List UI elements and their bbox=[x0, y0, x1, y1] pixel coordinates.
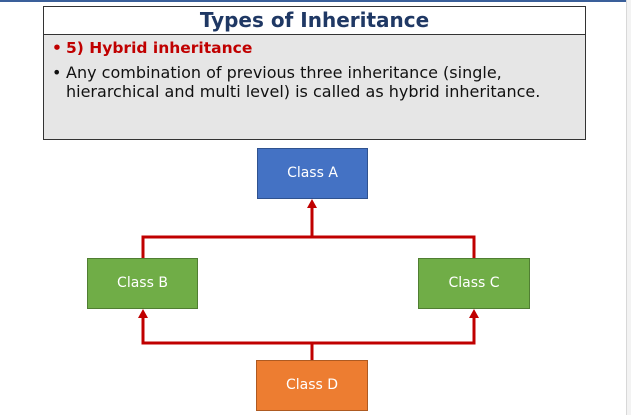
connector-d-to-c bbox=[312, 316, 476, 345]
bullet-text: Any combination of previous three inheri… bbox=[66, 63, 541, 101]
arrowhead-up-icon bbox=[138, 309, 148, 318]
title-box: Types of Inheritance bbox=[43, 6, 586, 35]
connector-b-c-to-a bbox=[141, 199, 476, 258]
connector-c-to-a bbox=[312, 235, 476, 258]
bullet-marker: • bbox=[52, 39, 62, 57]
window-edge bbox=[626, 0, 631, 415]
connector-b-to-a bbox=[141, 235, 312, 258]
content-box: • 5) Hybrid inheritance • Any combinatio… bbox=[43, 34, 586, 140]
bullet-definition: • Any combination of previous three inhe… bbox=[52, 63, 575, 101]
node-class-c: Class C bbox=[418, 258, 530, 309]
slide-title: Types of Inheritance bbox=[199, 8, 430, 32]
bullet-hybrid-heading: • 5) Hybrid inheritance bbox=[52, 37, 575, 59]
bullet-marker: • bbox=[52, 63, 62, 82]
arrowhead-up-icon bbox=[307, 199, 317, 208]
connector-d-to-b-c bbox=[138, 309, 479, 360]
bullet-text: 5) Hybrid inheritance bbox=[66, 39, 253, 57]
node-class-d: Class D bbox=[256, 360, 368, 411]
node-class-a: Class A bbox=[257, 148, 368, 199]
node-class-b: Class B bbox=[87, 258, 198, 309]
arrowhead-up-icon bbox=[469, 309, 479, 318]
top-rule bbox=[0, 0, 631, 2]
connector-d-to-b bbox=[141, 316, 312, 345]
